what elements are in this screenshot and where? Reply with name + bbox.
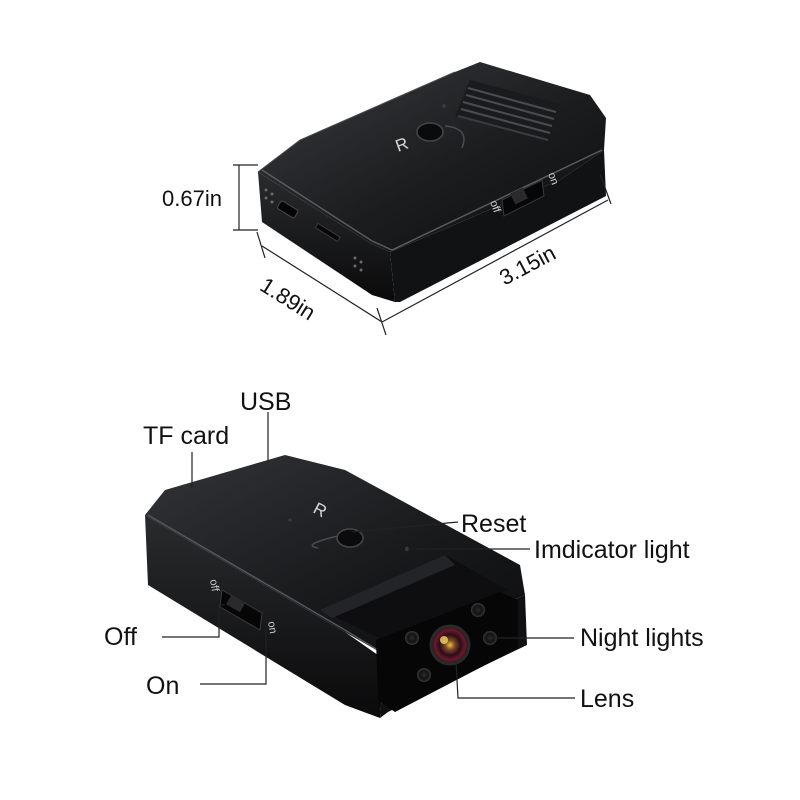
lens-label: Lens	[580, 685, 635, 713]
indicator-light	[404, 546, 410, 552]
camera-top-grip	[455, 80, 560, 141]
reset-label: Reset	[461, 510, 527, 538]
reset-button-top-view	[416, 122, 444, 142]
dimension-lines	[233, 164, 612, 336]
off-label: Off	[104, 623, 137, 651]
usb-port-top-view	[277, 200, 299, 219]
camera-front-switch: off on	[207, 578, 279, 634]
callout-lines	[162, 412, 575, 699]
night-light-2	[483, 631, 497, 645]
camera-top-view: R on off	[257, 62, 606, 302]
night-light-4	[417, 668, 431, 682]
switch-off-top: off	[487, 199, 503, 215]
on-label: On	[146, 672, 180, 700]
switch-on-top: on	[545, 171, 560, 187]
indicator-light-label: Imdicator light	[534, 536, 690, 564]
switch-off-front: off	[207, 578, 221, 593]
night-light-1	[471, 603, 485, 617]
height-dimension-label: 0.67in	[162, 186, 222, 211]
camera-top-right-face	[390, 150, 606, 302]
reset-letter-top: R	[393, 134, 411, 156]
night-light-3	[405, 631, 419, 645]
tf-card-label: TF card	[143, 422, 230, 450]
night-lights-label: Night lights	[580, 624, 704, 652]
camera-front-view: R off on	[145, 455, 527, 718]
switch-on-front: on	[265, 620, 279, 634]
usb-label: USB	[240, 388, 292, 416]
camera-top-switch: on off	[487, 171, 561, 217]
lens	[429, 624, 471, 666]
tf-slot-top-view	[314, 222, 341, 243]
reset-button-front-view	[336, 528, 364, 548]
camera-front-side-face	[145, 515, 385, 718]
